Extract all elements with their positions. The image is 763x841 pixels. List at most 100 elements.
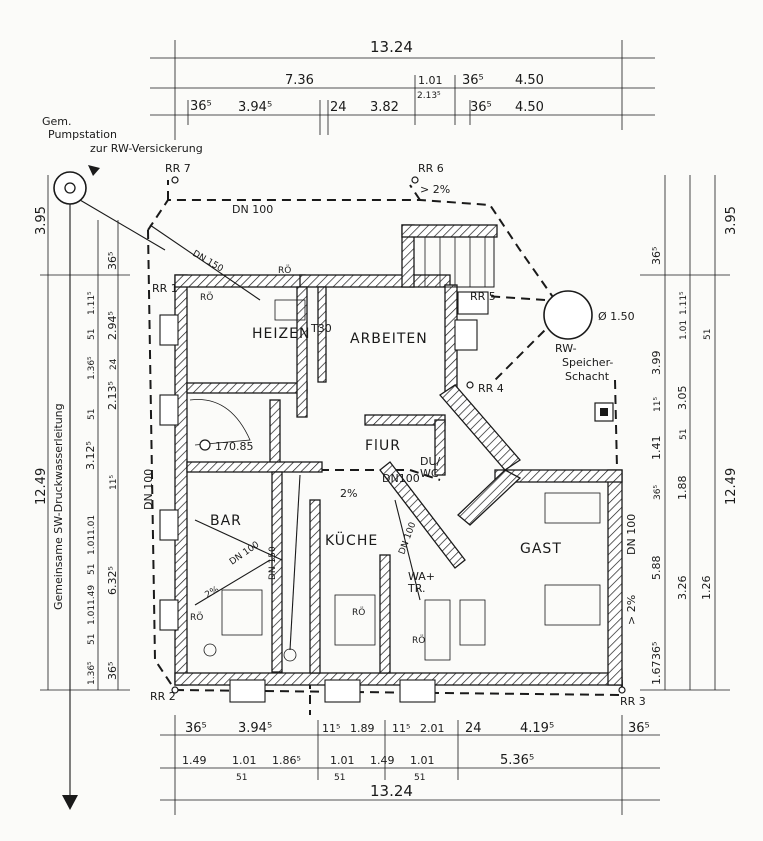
rr6-label: RR 6 [418,162,444,175]
inner-walls [186,286,522,674]
rr7-point [171,176,179,184]
room-heizen: HEIZEN [252,326,310,342]
slope-top-label: > 2% [420,183,450,196]
dim-bottom-r1-3: 1.89 [350,722,375,735]
dn100-center-label: DN100 [382,472,420,485]
room-gast: GAST [520,541,562,557]
dim-bottom-r2-8: 51 [414,773,425,783]
room-kueche: KÜCHE [325,531,378,549]
dim-right-mid-1: 1.01 [679,320,689,340]
outer-walls [174,224,623,686]
dim-left-b-4: 51 [87,409,97,420]
slope-bar-label: 2% [204,585,222,601]
dim-bottom-r2-2: 51 [236,773,247,783]
dim-bottom-r1-2: 11⁵ [322,722,340,735]
ro-bar-label: RÖ [190,612,203,623]
room-wa-tr: WA+TR. [407,570,435,595]
dim-right-inner-1: 3.99 [650,351,663,376]
level-marker-icon [199,439,211,451]
room-t30-label: T30 [310,322,332,335]
rr5-label: RR 5 [470,290,496,303]
dim-left-b-3: 24 [109,358,119,370]
dim-top-r1-0: 7.36 [285,73,314,88]
dim-right-inner-7: 1.67 [650,661,663,686]
ro-top-label: RÖ [278,265,291,276]
rr3-label: RR 3 [620,695,646,708]
pumpstation-label-1: Gem. [42,115,72,128]
dim-bottom-r2-3: 1.86⁵ [272,754,301,767]
pumpstation-label-3: zur RW-Versickerung [90,142,203,155]
dim-left-b-6: 11⁵ [109,475,119,490]
rr2-label: RR 2 [150,690,176,703]
pumpstation-label-2: Pumpstation [48,128,117,141]
rr1-label: RR 1 [152,282,178,295]
dim-bottom-total: 13.24 [370,782,413,800]
dim-right-mid-5: 1.88 [676,476,689,501]
rr4-point [466,381,474,389]
room-flur: FlUR [365,438,401,454]
staircase [189,236,495,446]
dim-left-b-9: 1.49 [87,585,97,605]
rw-storage-shaft [543,290,593,340]
dim-bottom-r1-7: 4.19⁵ [520,721,554,736]
dim-top-r2-0: 36⁵ [190,99,212,114]
left-dimension-lines [40,175,130,691]
dim-left-outer-0: 3.95 [34,206,49,235]
dim-right-inner-4: 36⁵ [653,485,663,500]
dim-left-b-11: 51 [87,634,97,645]
dim-left-b-0: 1.11⁵ [87,291,97,315]
right-dimension-lines [640,175,730,691]
room-bar: BAR [210,513,242,529]
bottom-dimension-lines [160,715,660,815]
rw-schacht-label-2: Speicher- [562,356,613,369]
dim-top-r2-1: 3.94⁵ [238,100,272,115]
dim-top-r2-5: 4.50 [515,100,544,115]
pumpstation-symbol [53,171,87,205]
dim-bottom-r2-1: 1.01 [232,754,257,767]
dn100-top-label: DN 100 [232,203,273,216]
dn150-kueche-label: DN 150 [268,546,278,580]
furniture [203,299,601,662]
dn100-bar-label: DN 100 [228,540,262,568]
dim-left-a-4: 6.32⁵ [106,566,119,595]
slope-right-label: > 2% [625,595,638,625]
dim-bottom-r2-0: 1.49 [182,754,207,767]
dim-bottom-r2-6: 1.49 [370,754,395,767]
level-label: 170.85 [215,440,254,453]
dim-left-b-10: 1.01 [87,605,97,625]
ro-label: RÖ [200,292,213,303]
dim-bottom-r2-7: 1.01 [410,754,435,767]
rw-diameter-label: Ø 1.50 [598,310,635,323]
dim-bottom-r2-9: 5.36⁵ [500,753,534,768]
dim-left-a-2: 2.13⁵ [106,381,119,410]
dim-bottom-r2-4: 1.01 [330,754,355,767]
dim-top-total: 13.24 [370,38,413,56]
dim-left-b-2: 1.36⁵ [87,356,97,380]
dim-right-inner-0: 36⁵ [650,247,663,265]
dim-right-mid-2: 51 [703,329,713,340]
dim-left-b-12: 1.36⁵ [87,661,97,685]
dim-left-a-0: 36⁵ [106,252,119,270]
dim-top-r2-3: 3.82 [370,100,399,115]
dim-top-r2-2: 24 [330,100,347,115]
pipe-arrow-down-icon [62,795,78,810]
dim-right-inner-2: 11⁵ [653,397,663,412]
dn150-label: DN 150 [191,249,225,275]
rr4-label: RR 4 [478,382,504,395]
rw-schacht-label-1: RW- [555,342,577,355]
dim-bottom-r1-4: 11⁵ [392,722,410,735]
dim-top-r1-2: 2.13⁵ [417,91,441,101]
dim-bottom-r1-6: 24 [465,721,482,736]
rr2-point [171,686,179,694]
dn100-right-label: DN 100 [625,514,638,555]
dim-left-b-1: 51 [87,329,97,340]
dim-right-inner-3: 1.41 [650,436,663,461]
dim-right-mid-4: 51 [679,429,689,440]
dn100-left-label: DN 100 [142,469,155,510]
dim-top-r1-3: 36⁵ [462,73,484,88]
dim-left-outer-1: 12.49 [34,468,49,505]
dim-top-r2-4: 36⁵ [470,100,492,115]
dim-right-mid-6: 3.26 [676,576,689,601]
dim-right-mid-7: 1.26 [700,576,713,601]
dim-right-outer-0: 3.95 [724,206,739,235]
